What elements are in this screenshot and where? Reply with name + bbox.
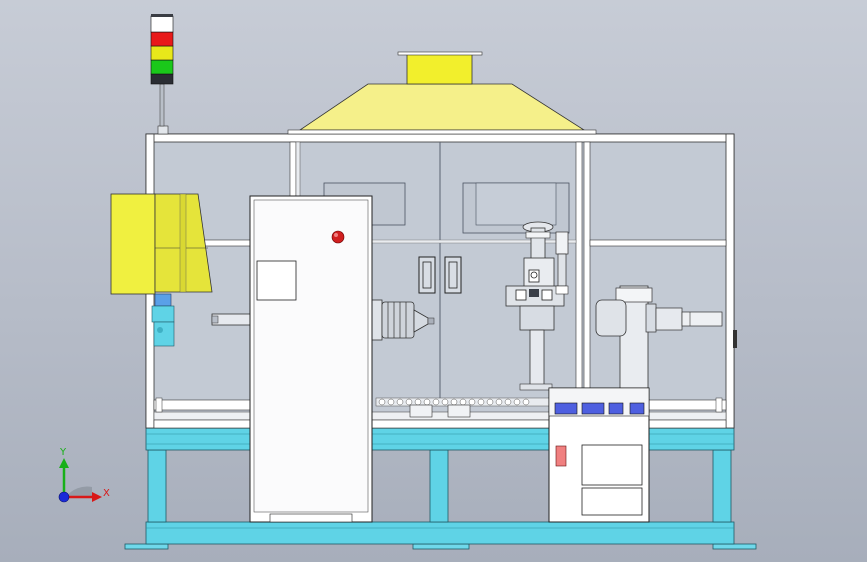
base-foot-right xyxy=(712,543,757,550)
control-panel xyxy=(548,387,650,523)
panel-drawer xyxy=(581,487,643,516)
blue-motor xyxy=(151,293,175,347)
side-yellow-box xyxy=(110,193,213,295)
panel-indicator-4 xyxy=(629,402,645,415)
panel-screen xyxy=(581,444,643,486)
panel-indicator-2 xyxy=(581,402,605,415)
cabinet-window xyxy=(256,260,297,301)
spindle-chuck xyxy=(371,299,435,341)
base-foot-left xyxy=(124,543,169,550)
tower-light-green xyxy=(150,59,174,75)
tower-light xyxy=(150,14,174,135)
base-leg-3 xyxy=(712,449,732,523)
panel-alarm xyxy=(555,445,567,467)
tailstock xyxy=(595,285,723,391)
electrical-cabinet xyxy=(249,195,373,523)
cabinet-red-button xyxy=(331,230,345,244)
axis-x-label: X xyxy=(103,488,110,499)
base-leg-2 xyxy=(429,449,449,523)
base-bottom-beam xyxy=(145,521,735,545)
exhaust-hood xyxy=(287,51,597,135)
base-leg-1 xyxy=(147,449,167,523)
panel-indicator-1 xyxy=(554,402,578,415)
machine-base xyxy=(124,427,757,550)
base-foot-center xyxy=(412,543,470,550)
axis-y-label: Y xyxy=(59,447,67,458)
exhaust-chimney xyxy=(406,53,473,85)
tower-light-yellow xyxy=(150,45,174,61)
tower-light-red xyxy=(150,31,174,47)
center-mechanism xyxy=(505,221,569,391)
panel-indicator-3 xyxy=(608,402,624,415)
axis-triad: Y X xyxy=(58,447,110,503)
